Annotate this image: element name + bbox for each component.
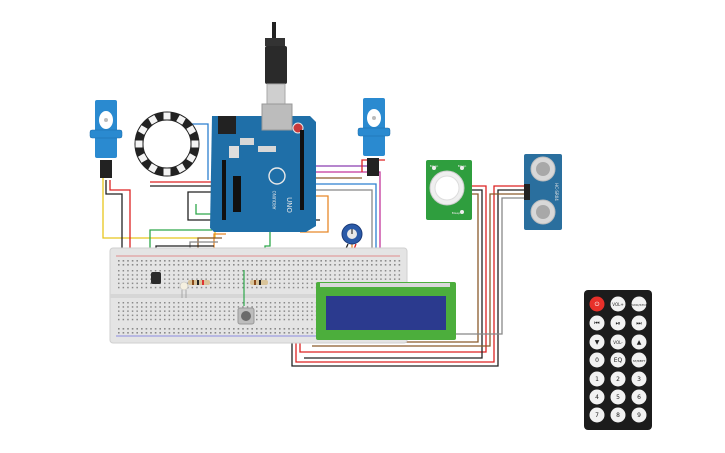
remote-button-label: ST/REPT	[633, 359, 646, 363]
remote-button-label: 5	[616, 394, 620, 401]
neopixel-led	[148, 163, 158, 173]
remote-button-label: 8	[616, 412, 620, 419]
neopixel-led	[148, 115, 158, 125]
resistor	[188, 280, 210, 285]
remote-button[interactable]: 8	[610, 407, 626, 423]
wire-gray	[456, 197, 528, 335]
push-button[interactable]	[237, 307, 255, 325]
wire-red	[295, 185, 528, 363]
potentiometer[interactable]	[341, 223, 363, 245]
neopixel-led	[191, 140, 199, 148]
lcd-display	[316, 282, 456, 340]
remote-button-label: FUNC/STOP	[630, 303, 647, 307]
wire-blue	[190, 123, 209, 180]
neopixel-leds	[135, 112, 199, 176]
wire-brown	[312, 193, 528, 347]
usb-cable-icon	[265, 22, 287, 107]
ultrasonic-label: HC-SR04	[554, 183, 559, 201]
remote-button[interactable]: 6	[631, 389, 647, 405]
ultrasonic-sensor: HC-SR04	[524, 154, 562, 230]
remote-button[interactable]: 9	[631, 407, 647, 423]
neopixel-led	[138, 153, 148, 163]
wire-magenta	[300, 171, 381, 270]
neopixel-led	[163, 112, 171, 120]
resistor	[250, 280, 268, 285]
remote-button-label: 3	[637, 376, 641, 383]
remote-button-label: 9	[637, 412, 641, 419]
arduino-uno: ARDUINO UNO	[210, 22, 316, 232]
wire-gray	[300, 189, 373, 270]
servo-left	[89, 100, 123, 178]
remote-button-label: VOL-	[613, 340, 623, 345]
remote-buttons: ⏻ VOL+ FUNC/STOP ⏮ ⏯ ⏭ ▼ VOL- ▲ 0 EQ ST/REPT 1 2 3 4 5 6 7…	[589, 296, 648, 423]
neopixel-led	[176, 115, 186, 125]
remote-button[interactable]: 4	[589, 389, 605, 405]
remote-button-label: ▼	[595, 339, 600, 346]
wire-red	[299, 185, 487, 353]
neopixel-led	[186, 153, 196, 163]
remote-button-label: ⏮	[594, 320, 600, 327]
remote-button-label: 1	[595, 376, 599, 383]
remote-button-label: EQ	[614, 357, 623, 364]
pir-label-left: Bleep	[430, 164, 439, 168]
wire-yellow	[102, 178, 216, 239]
ir-remote: ⏻ VOL+ FUNC/STOP ⏮ ⏯ ⏭ ▼ VOL- ▲ 0 EQ ST/REPT 1 2 3 4 5 6 7…	[584, 290, 652, 430]
remote-button-label: 6	[637, 394, 641, 401]
neopixel-led	[135, 140, 143, 148]
remote-button[interactable]: EQ	[610, 352, 626, 368]
neopixel-ring	[134, 111, 200, 177]
wire-black	[304, 189, 483, 359]
remote-button-previous-icon[interactable]: ⏮	[589, 315, 605, 331]
wire-black	[291, 189, 528, 367]
remote-button-label: ▲	[637, 339, 642, 346]
neopixel-led	[163, 168, 171, 176]
remote-button[interactable]: 2	[610, 371, 626, 387]
remote-button-label: ⏯	[616, 320, 621, 327]
remote-button-label: 7	[595, 412, 599, 419]
servo-right	[357, 98, 391, 176]
remote-button-play-pause-icon[interactable]: ⏯	[610, 315, 626, 331]
remote-button-power-icon[interactable]: ⏻	[589, 296, 605, 312]
remote-button[interactable]: 3	[631, 371, 647, 387]
remote-button-label: VOL+	[612, 302, 623, 307]
remote-button-label: 4	[595, 394, 599, 401]
remote-button[interactable]: 0	[589, 352, 605, 368]
pir-label-bottom: Bleep	[452, 211, 461, 215]
remote-button[interactable]: 7	[589, 407, 605, 423]
neopixel-led	[138, 125, 148, 135]
led	[179, 281, 189, 298]
pir-sensor: Bleep Bleep Bleep	[426, 160, 472, 220]
neopixel-led	[186, 125, 196, 135]
remote-button[interactable]: 5	[610, 389, 626, 405]
remote-button-label: ⏭	[636, 320, 642, 327]
remote-button-label: 0	[595, 357, 599, 364]
photoresistor	[151, 272, 161, 284]
remote-button[interactable]: ST/REPT	[631, 352, 647, 368]
remote-button-down-icon[interactable]: ▼	[589, 334, 605, 350]
remote-button-label: ⏻	[595, 301, 600, 308]
neopixel-led	[176, 163, 186, 173]
remote-button-up-icon[interactable]: ▲	[631, 334, 647, 350]
remote-button[interactable]: VOL+	[610, 296, 626, 312]
remote-button-label: 2	[616, 376, 620, 383]
pir-label-right: Bleep	[458, 164, 467, 168]
wire-blue	[300, 183, 377, 270]
remote-button[interactable]: VOL-	[610, 334, 626, 350]
board-label: UNO	[285, 197, 293, 213]
board-brand: ARDUINO	[272, 191, 277, 210]
remote-button[interactable]: 1	[589, 371, 605, 387]
remote-button[interactable]: FUNC/STOP	[630, 296, 648, 312]
remote-button-next-icon[interactable]: ⏭	[631, 315, 647, 331]
